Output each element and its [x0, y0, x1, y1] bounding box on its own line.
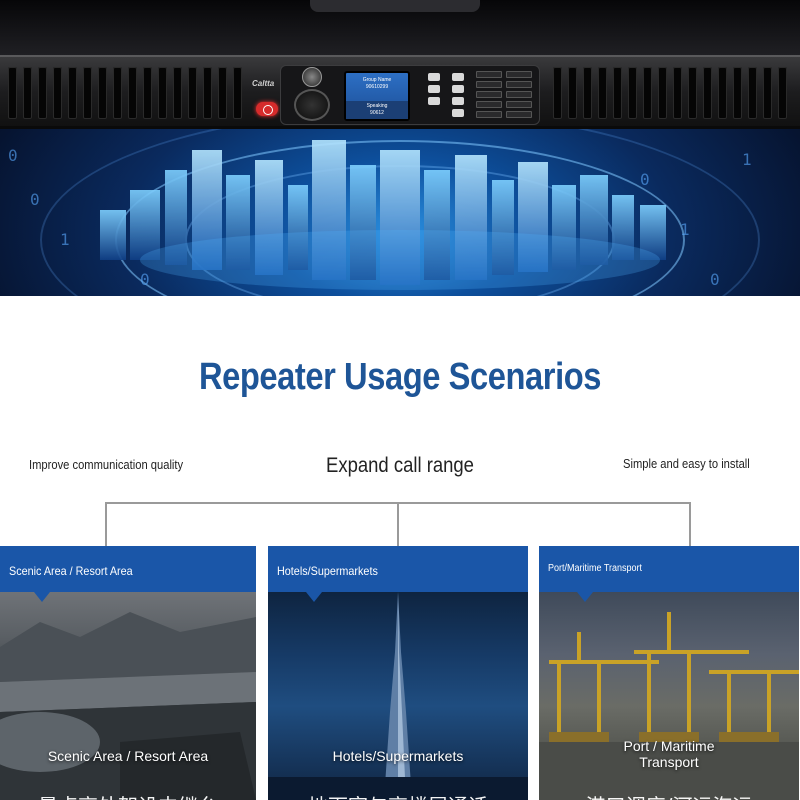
display-line: 90610299 — [365, 84, 389, 90]
binary-digit: 1 — [680, 220, 690, 239]
card-pointer — [306, 592, 322, 602]
card-caption-line: Port / Maritime — [623, 738, 715, 754]
indicator-diag — [506, 101, 532, 108]
skyscraper-image — [268, 592, 528, 800]
knob-icon[interactable] — [302, 67, 322, 87]
card-bottom-text: 地下室与高楼层通话 — [268, 790, 528, 800]
device-display: Group Name 90610299 Speaking 90612 — [344, 71, 410, 121]
key-button[interactable] — [428, 85, 440, 93]
key-button[interactable] — [452, 73, 464, 81]
card-header: Port/Maritime Transport — [539, 546, 799, 592]
connector-line-left — [105, 502, 107, 548]
card-header-title: Hotels/Supermarkets — [277, 564, 378, 578]
display-line: Group Name — [362, 77, 392, 83]
display-line: Speaking — [366, 103, 388, 109]
scenario-card-scenic[interactable]: Scenic Area / Resort Area Scenic Area / … — [0, 546, 256, 800]
connector-line-center — [397, 502, 399, 548]
repeater-device: Caltta Group Name 90610299 Speaking 9061… — [0, 55, 800, 129]
binary-digit: 1 — [60, 230, 70, 249]
power-button[interactable] — [256, 102, 278, 116]
device-brand-logo: Caltta — [252, 79, 275, 88]
scenario-card-port[interactable]: Port/Maritime Transport Port / Maritime … — [539, 546, 799, 800]
card-header-title: Port/Maritime Transport — [548, 563, 643, 574]
indicator-alm — [476, 71, 502, 78]
section-heading: Repeater Usage Scenarios — [198, 356, 601, 398]
indicator-rxa — [506, 81, 532, 88]
device-top-cover — [0, 0, 800, 56]
indicator-txb — [476, 91, 502, 98]
key-button[interactable] — [452, 109, 464, 117]
status-indicators — [476, 71, 536, 121]
connector-line-right — [689, 502, 691, 548]
display-status-area: Speaking 90612 — [346, 101, 408, 119]
port-cranes-photo — [539, 592, 799, 800]
card-caption: Port / Maritime Transport — [539, 738, 799, 770]
card-bottom-text: 景点高处架设中继台 — [0, 790, 256, 800]
feature-center: Expand call range — [326, 454, 474, 477]
hotel-tower-photo — [268, 592, 528, 800]
vent-grille-left — [8, 67, 246, 119]
indicator-ot — [506, 111, 532, 118]
mic-connector — [290, 67, 334, 121]
scenic-area-photo — [0, 592, 256, 800]
city-skyline-illustration — [100, 140, 666, 290]
card-header-title: Scenic Area / Resort Area — [9, 564, 133, 578]
binary-digit: 0 — [710, 270, 720, 289]
key-button[interactable] — [428, 97, 440, 105]
card-caption-line: Transport — [639, 754, 699, 770]
navigation-keypad — [424, 71, 470, 121]
display-line: 90612 — [370, 110, 384, 116]
harbor-cranes-image — [539, 612, 799, 800]
indicator-status — [476, 111, 502, 118]
card-pointer — [34, 592, 50, 602]
binary-digit: 0 — [30, 190, 40, 209]
indicator-alarm — [476, 101, 502, 108]
binary-digit: 0 — [8, 146, 18, 165]
card-header: Scenic Area / Resort Area — [0, 546, 256, 592]
binary-digit: 0 — [640, 170, 650, 189]
indicator-rxb — [506, 91, 532, 98]
hero-banner: 0 1 0 1 0 0 1 0 Caltta Group Name 90 — [0, 0, 800, 296]
binary-digit: 0 — [140, 270, 150, 289]
card-bottom-text: 港口调度/河运海运 — [539, 790, 799, 800]
connector-port-icon — [294, 89, 330, 121]
feature-left: Improve communication quality — [29, 457, 184, 472]
feature-right: Simple and easy to install — [623, 456, 750, 471]
binary-digit: 1 — [742, 150, 752, 169]
down-arrow-button[interactable] — [452, 97, 464, 105]
card-header: Hotels/Supermarkets — [268, 546, 528, 592]
indicator-txa — [476, 81, 502, 88]
card-caption: Scenic Area / Resort Area — [47, 748, 209, 764]
indicator-pwr — [506, 71, 532, 78]
device-top-badge — [310, 0, 480, 12]
vent-grille-right — [553, 67, 793, 119]
card-caption: Hotels/Supermarkets — [332, 748, 464, 764]
up-arrow-button[interactable] — [452, 85, 464, 93]
key-button[interactable] — [428, 73, 440, 81]
card-pointer — [577, 592, 593, 602]
scenario-card-hotels[interactable]: Hotels/Supermarkets Hotels/Supermarkets … — [268, 546, 528, 800]
mountain-landscape-image — [0, 612, 256, 800]
